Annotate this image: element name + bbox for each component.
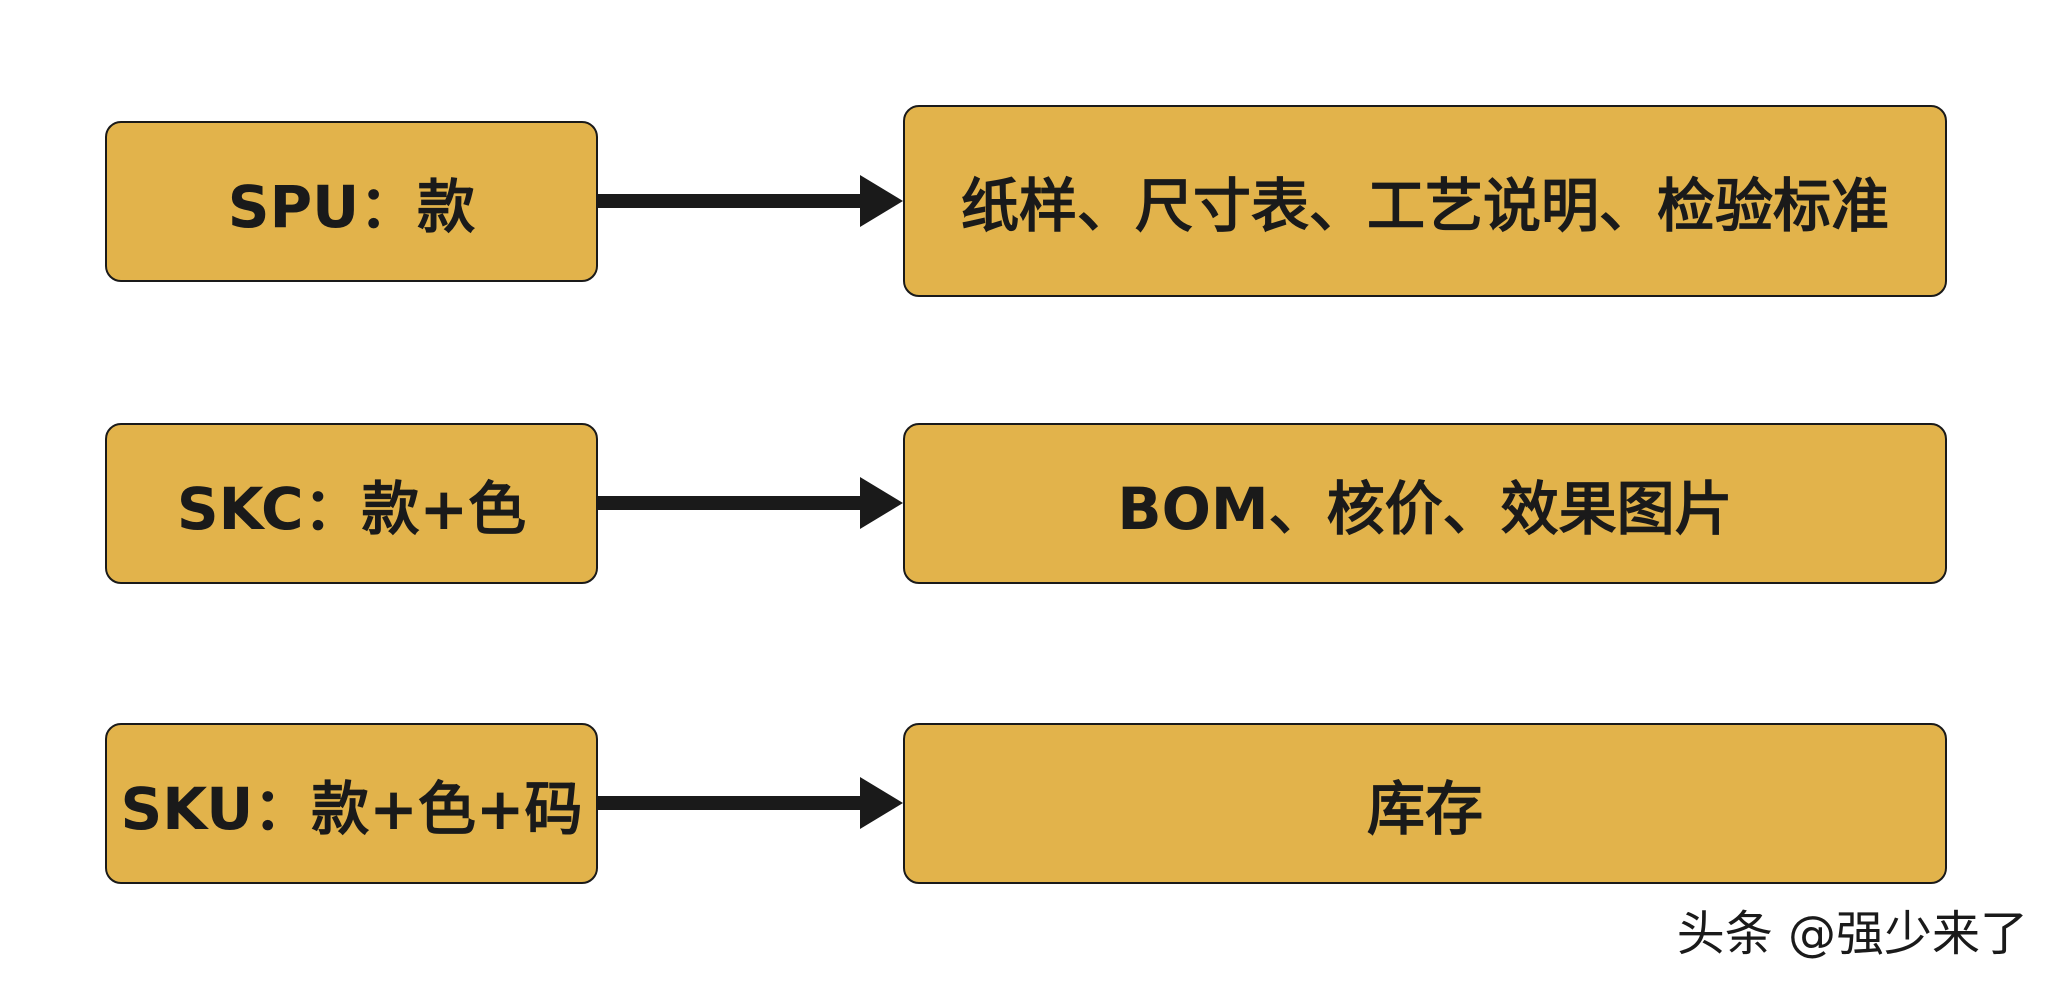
- arrow-spu: [598, 175, 903, 227]
- arrow-skc: [598, 477, 903, 529]
- skc-detail-box: BOM、核价、效果图片: [903, 423, 1947, 584]
- spu-detail-box: 纸样、尺寸表、工艺说明、检验标准: [903, 105, 1947, 297]
- sku-box: SKU：款+色+码: [105, 723, 598, 884]
- watermark: 头条 @强少来了: [1676, 906, 2028, 962]
- spu-box: SPU：款: [105, 121, 598, 282]
- skc-box: SKC：款+色: [105, 423, 598, 584]
- sku-detail-label: 库存: [1366, 774, 1483, 843]
- sku-detail-box: 库存: [903, 723, 1947, 884]
- arrow-sku: [598, 777, 903, 829]
- sku-label: SKU：款+色+码: [120, 774, 583, 843]
- spu-detail-label: 纸样、尺寸表、工艺说明、检验标准: [960, 172, 1889, 240]
- spu-label: SPU：款: [227, 172, 476, 241]
- skc-label: SKC：款+色: [176, 474, 527, 543]
- skc-detail-label: BOM、核价、效果图片: [1117, 474, 1733, 543]
